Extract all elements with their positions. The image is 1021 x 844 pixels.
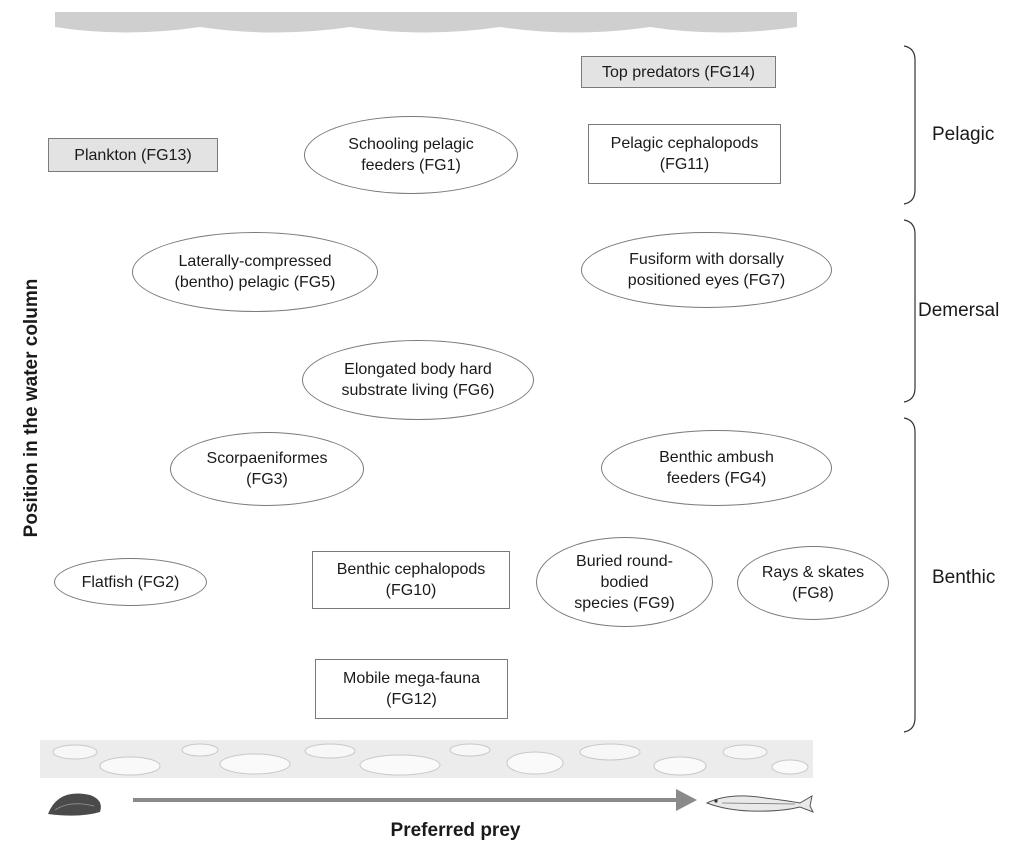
node-mobile-mega-fauna: Mobile mega-fauna (FG12) (315, 659, 508, 719)
node-flatfish: Flatfish (FG2) (54, 558, 207, 606)
x-axis-label: Preferred prey (390, 820, 521, 841)
node-benthic-ambush: Benthic ambush feeders (FG4) (601, 430, 832, 506)
mussel-icon (48, 793, 101, 816)
node-scorpaeniformes: Scorpaeniformes (FG3) (170, 432, 364, 506)
zone-label-benthic: Benthic (932, 567, 996, 588)
node-laterally-compressed: Laterally-compressed (bentho) pelagic (F… (132, 232, 378, 312)
benthic-bracket (903, 417, 916, 733)
prey-arrow-head (676, 789, 697, 811)
node-plankton: Plankton (FG13) (48, 138, 218, 172)
node-pelagic-cephalopods: Pelagic cephalopods (FG11) (588, 124, 781, 184)
node-elongated-body: Elongated body hard substrate living (FG… (302, 340, 534, 420)
demersal-bracket (903, 219, 916, 403)
node-rays-skates: Rays & skates (FG8) (737, 546, 889, 620)
zone-label-pelagic: Pelagic (932, 124, 995, 145)
y-axis-label-text: Position in the water column (21, 278, 42, 538)
node-schooling-pelagic: Schooling pelagic feeders (FG1) (304, 116, 518, 194)
seabed (40, 740, 813, 778)
zone-label-demersal: Demersal (918, 300, 1000, 321)
node-benthic-cephalopods: Benthic cephalopods (FG10) (312, 551, 510, 609)
fish-icon (705, 795, 815, 813)
node-fusiform: Fusiform with dorsally positioned eyes (… (581, 232, 832, 308)
water-surface (55, 12, 797, 33)
node-top-predators: Top predators (FG14) (581, 56, 776, 88)
node-buried-round-bodied: Buried round-bodied species (FG9) (536, 537, 713, 627)
pelagic-bracket (903, 45, 916, 205)
